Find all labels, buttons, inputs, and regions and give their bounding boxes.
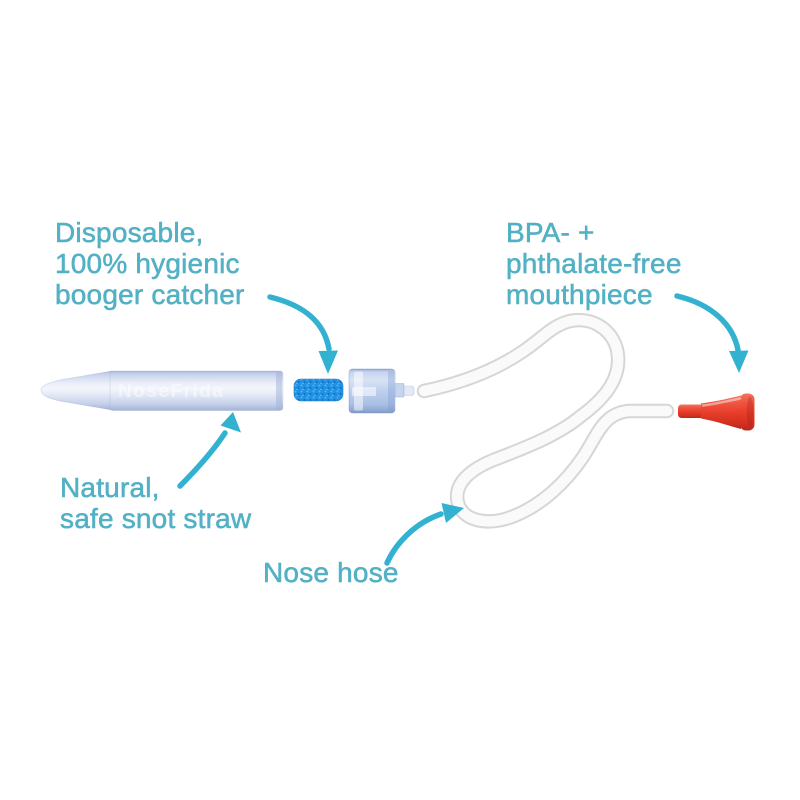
label-nose-hose: Nose hose: [263, 557, 399, 589]
collar-cap: [348, 368, 415, 414]
label-line: mouthpiece: [506, 279, 653, 311]
label-booger-catcher: Disposable, 100% hygienic booger catcher: [55, 217, 245, 311]
label-line: phthalate-free: [506, 248, 682, 280]
label-line: safe snot straw: [60, 503, 252, 535]
arrow-snot-straw: [177, 412, 241, 489]
arrow-mouthpiece: [674, 293, 749, 373]
label-line: Nose hose: [263, 557, 399, 589]
hygiene-filter: [293, 378, 344, 402]
callout-arrows: [177, 293, 749, 566]
arrow-nose-hose: [384, 503, 464, 566]
label-line: Natural,: [60, 472, 160, 504]
nose-hose: [416, 312, 675, 529]
label-snot-straw: Natural, safe snot straw: [60, 472, 252, 535]
label-mouthpiece: BPA- + phthalate-free mouthpiece: [506, 217, 682, 311]
mouthpiece: [678, 393, 755, 431]
straw-embossed-text: NoseFrida: [118, 381, 224, 402]
arrow-booger-catcher: [267, 294, 338, 374]
snot-straw: NoseFrida: [40, 370, 284, 411]
label-line: 100% hygienic: [55, 248, 240, 280]
label-line: BPA- +: [506, 217, 595, 249]
label-line: Disposable,: [55, 217, 204, 249]
label-line: booger catcher: [55, 279, 245, 311]
